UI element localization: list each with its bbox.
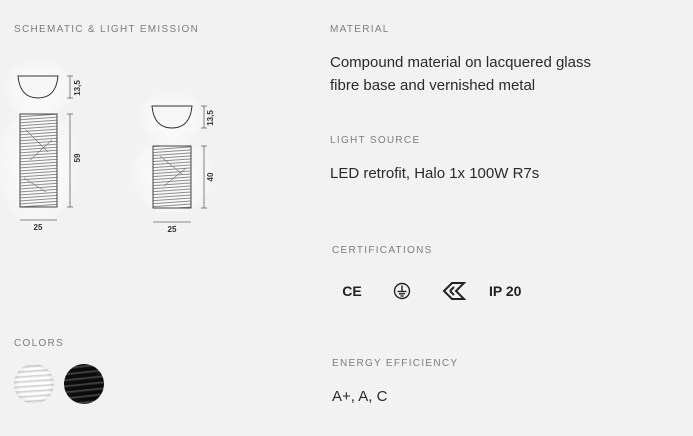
lamp-small-body-dim: 40 [206,172,215,181]
lamp-large-body-dim: 59 [73,153,82,162]
ground-icon [392,281,412,301]
white-swatch[interactable] [14,364,54,404]
lamp-small-shade-dim: 13,5 [206,110,215,126]
energy-efficiency-value: A+, A, C [332,388,388,405]
ip-rating: IP 20 [489,283,522,299]
black-swatch[interactable] [64,364,104,404]
lamp-small-width-dim: 25 [168,225,177,234]
light-source-value: LED retrofit, Halo 1x 100W R7s [330,165,540,182]
schematic-title: SCHEMATIC & LIGHT EMISSION [14,24,200,35]
material-value: Compound material on lacquered glass fib… [330,51,591,97]
enec-icon [441,281,467,301]
lamp-large-drawing: 13,5 59 25 [0,60,82,232]
material-line-2: fibre base and vernished metal [330,77,536,94]
lamp-large-shade-dim: 13,5 [73,80,82,96]
ce-mark-icon: CE [342,283,362,299]
lamp-small-drawing: 13,5 40 25 [132,92,215,234]
material-line-1: Compound material on lacquered glass [330,54,591,71]
schematic-diagram: 13,5 59 25 13,5 40 25 [0,60,215,234]
lamp-large-width-dim: 25 [34,223,43,232]
energy-efficiency-title: ENERGY EFFICIENCY [332,358,459,369]
material-title: MATERIAL [330,24,390,35]
colors-title: COLORS [14,338,65,349]
light-source-title: LIGHT SOURCE [330,135,421,146]
certifications-title: CERTIFICATIONS [332,245,433,256]
